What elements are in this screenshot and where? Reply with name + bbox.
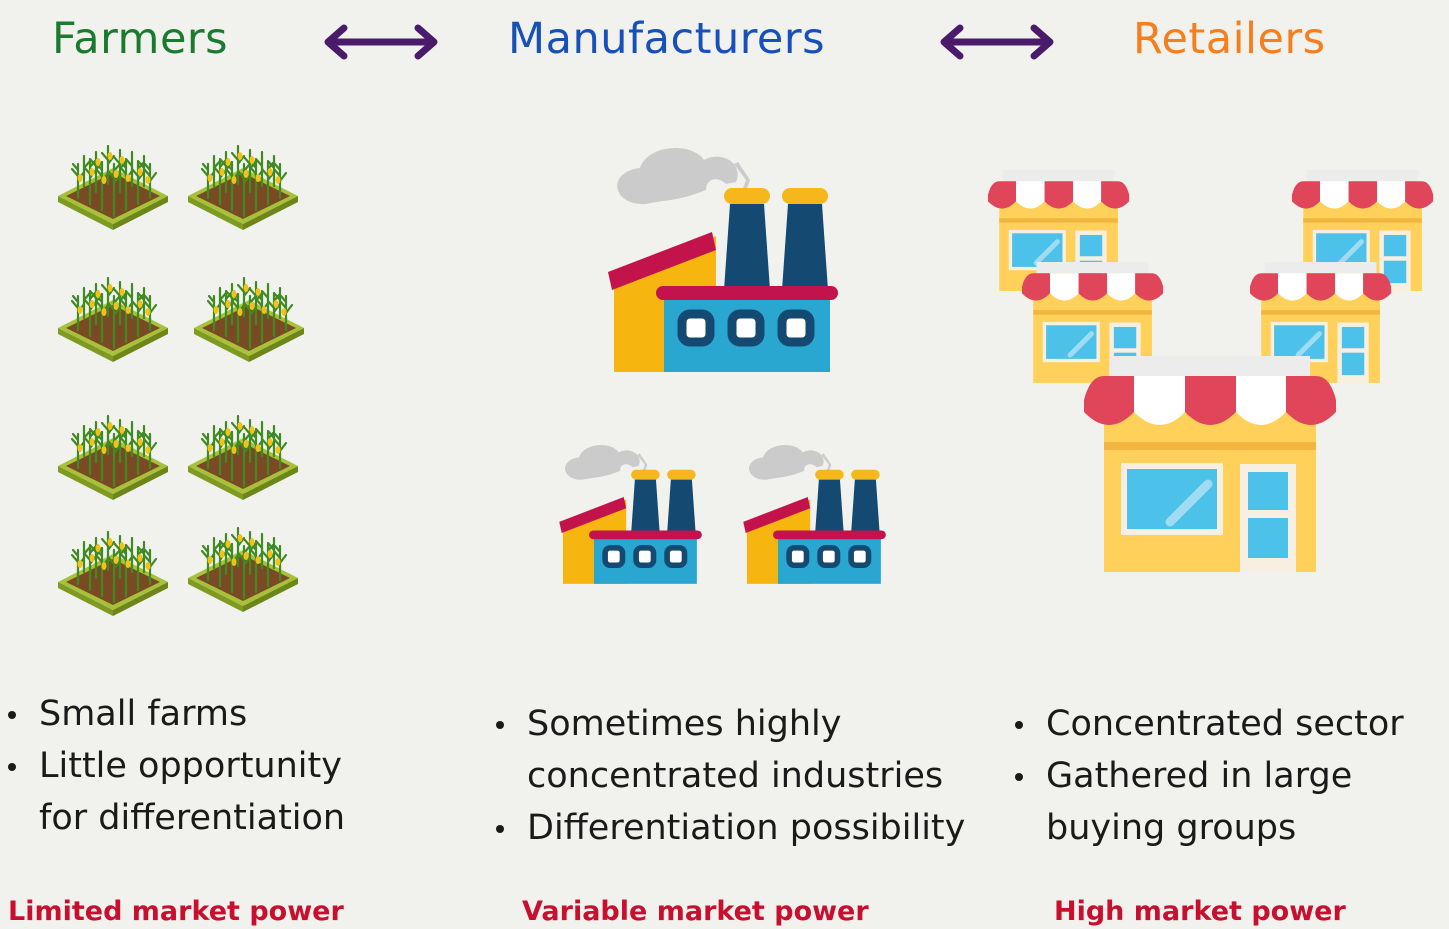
manufacturers-bullet-list: Sometimes highly concentrated industries…: [494, 698, 1004, 854]
factory-icon: [608, 148, 838, 372]
manufacturers-market-power: Variable market power: [522, 896, 869, 927]
list-item: Sometimes highly concentrated industries: [494, 698, 1004, 802]
crop-field-icon: [56, 530, 170, 618]
farmers-market-power: Limited market power: [8, 896, 344, 927]
factory-icon: [559, 445, 702, 584]
crop-field-icon: [56, 414, 170, 502]
crop-field-icon: [56, 276, 170, 364]
double-arrow-icon: [940, 24, 1054, 60]
shop-icon: [1084, 356, 1336, 572]
crop-field-icon: [186, 526, 300, 614]
shops-illustration: [986, 166, 1446, 590]
list-item: Gathered in large buying groups: [1013, 750, 1449, 854]
manufacturers-title: Manufacturers: [508, 14, 825, 64]
retailers-title: Retailers: [1133, 14, 1326, 64]
list-item: Small farms: [6, 688, 386, 740]
double-arrow-icon: [324, 24, 438, 60]
crop-field-icon: [56, 144, 170, 232]
factory-icon: [743, 445, 886, 584]
list-item: Differentiation possibility: [494, 802, 1004, 854]
factories-illustration: [556, 140, 896, 604]
list-item: Concentrated sector: [1013, 698, 1449, 750]
crop-field-icon: [192, 276, 306, 364]
crop-field-icon: [186, 144, 300, 232]
farmers-bullet-list: Small farms Little opportunity for diffe…: [6, 688, 386, 844]
crop-fields-illustration: [54, 114, 314, 638]
farmers-title: Farmers: [52, 14, 228, 64]
list-item: Little opportunity for differentiation: [6, 740, 386, 844]
retailers-bullet-list: Concentrated sector Gathered in large bu…: [1013, 698, 1449, 854]
retailers-market-power: High market power: [1054, 896, 1346, 927]
crop-field-icon: [186, 414, 300, 502]
